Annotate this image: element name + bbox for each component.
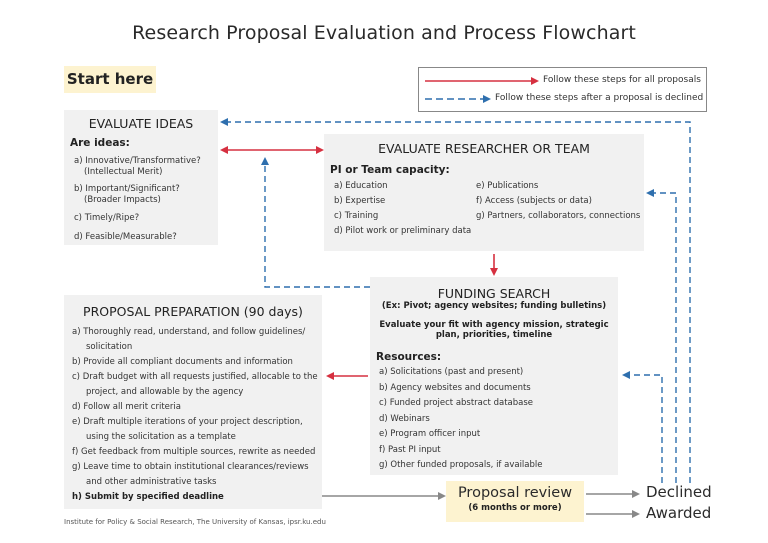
list-item: c) Timely/Ripe? <box>74 213 140 223</box>
blue-dashed-declined-to-researcher <box>654 192 677 483</box>
list-item: c) Funded project abstract database <box>379 398 534 408</box>
blue-arrowhead-researcher <box>646 189 654 197</box>
list-item: f) Access (subjects or data) <box>476 196 592 206</box>
proposal-review-label: Proposal review <box>457 485 573 501</box>
start-here-label: Start here <box>64 66 156 93</box>
list-item: and other administrative tasks <box>86 477 217 487</box>
list-item: b) Agency websites and documents <box>379 382 531 393</box>
proposal-preparation-heading: PROPOSAL PREPARATION (90 days) <box>83 304 303 319</box>
resources-label: Resources: <box>376 351 442 363</box>
list-item: e) Publications <box>476 181 539 191</box>
legend: Follow these steps for all proposals Fol… <box>418 67 707 112</box>
list-item: e) Program officer input <box>379 429 481 439</box>
gray-arrowhead-review <box>438 492 446 500</box>
funding-search-evaluate-line1: Evaluate your fit with agency mission, s… <box>379 320 609 330</box>
blue-arrowhead-up <box>261 157 269 165</box>
blue-arrowhead-funding <box>622 371 630 379</box>
list-item: a) Innovative/Transformative? <box>74 156 201 166</box>
proposal-preparation-box: PROPOSAL PREPARATION (90 days) a) Thorou… <box>64 295 322 509</box>
legend-arrows <box>425 77 539 103</box>
list-item: b) Provide all compliant documents and i… <box>72 357 293 367</box>
legend-all-text: Follow these steps for all proposals <box>543 75 701 85</box>
proposal-review-duration: (6 months or more) <box>468 503 562 513</box>
list-item: using the solicitation as a template <box>86 432 236 442</box>
page-title: Research Proposal Evaluation and Process… <box>132 22 636 44</box>
list-item: a) Solicitations (past and present) <box>379 367 524 377</box>
list-item: solicitation <box>86 342 133 352</box>
list-item: d) Feasible/Measurable? <box>74 232 177 242</box>
list-item: f) Past PI input <box>379 444 441 455</box>
list-item: g) Partners, collaborators, connections <box>476 211 641 221</box>
list-item: project, and allowable by the agency <box>86 387 244 397</box>
blue-arrowhead-ideas <box>220 118 228 126</box>
evaluate-researcher-box: EVALUATE RESEARCHER OR TEAM PI or Team c… <box>324 134 644 251</box>
red-arrowhead-right <box>316 146 324 154</box>
evaluate-ideas-box: EVALUATE IDEAS Are ideas: a) Innovative/… <box>64 110 218 245</box>
footer-credit: Institute for Policy & Social Research, … <box>64 518 326 526</box>
list-item: d) Follow all merit criteria <box>72 402 181 412</box>
funding-search-heading: FUNDING SEARCH <box>437 286 551 301</box>
legend-blue-arrowhead <box>483 95 491 103</box>
evaluate-researcher-subheading: PI or Team capacity: <box>330 164 450 176</box>
proposal-preparation-list: a) Thoroughly read, understand, and foll… <box>72 327 318 503</box>
list-item: d) Pilot work or preliminary data <box>334 226 472 236</box>
evaluate-ideas-subheading: Are ideas: <box>70 137 130 149</box>
evaluate-ideas-heading: EVALUATE IDEAS <box>88 116 194 131</box>
gray-arrowhead-declined <box>632 490 640 498</box>
list-item: g) Leave time to obtain institutional cl… <box>72 462 309 472</box>
researcher-left-list: a) Education b) Expertise c) Training d)… <box>334 181 484 237</box>
list-item: c) Draft budget with all requests justif… <box>72 372 318 382</box>
blue-dashed-declined-to-funding <box>630 374 663 483</box>
researcher-right-list: e) Publications f) Access (subjects or d… <box>476 181 641 222</box>
list-item: a) Thoroughly read, understand, and foll… <box>72 327 306 337</box>
list-item: e) Draft multiple iterations of your pro… <box>72 417 303 427</box>
red-arrowhead-left <box>220 146 228 154</box>
legend-declined-text: Follow these steps after a proposal is d… <box>495 93 704 103</box>
red-arrowhead-down <box>490 268 498 276</box>
list-item: c) Training <box>334 211 379 221</box>
list-item: g) Other funded proposals, if available <box>379 460 543 470</box>
gray-arrowhead-awarded <box>632 510 640 518</box>
declined-label: Declined <box>646 483 712 501</box>
proposal-review-box: Proposal review (6 months or more) <box>446 481 584 522</box>
list-item: (Broader Impacts) <box>84 195 161 205</box>
funding-search-note: (Ex: Pivot; agency websites; funding bul… <box>381 301 607 311</box>
awarded-label: Awarded <box>646 504 712 522</box>
funding-search-box: FUNDING SEARCH (Ex: Pivot; agency websit… <box>370 277 618 475</box>
list-item: b) Expertise <box>334 196 386 206</box>
funding-search-evaluate-line2: plan, priorities, timeline <box>435 330 553 340</box>
list-item: d) Webinars <box>379 413 430 424</box>
list-item: (Intellectual Merit) <box>84 167 163 177</box>
red-arrowhead-left-prep <box>326 372 334 380</box>
evaluate-researcher-heading: EVALUATE RESEARCHER OR TEAM <box>378 141 590 156</box>
legend-red-arrowhead <box>531 77 539 85</box>
evaluate-ideas-list: a) Innovative/Transformative? (Intellect… <box>74 156 201 243</box>
list-item: b) Important/Significant? <box>74 184 180 194</box>
list-item: a) Education <box>334 181 388 191</box>
list-item: h) Submit by specified deadline <box>72 492 224 502</box>
list-item: f) Get feedback from multiple sources, r… <box>72 447 316 457</box>
resources-list: a) Solicitations (past and present) b) A… <box>379 367 543 471</box>
